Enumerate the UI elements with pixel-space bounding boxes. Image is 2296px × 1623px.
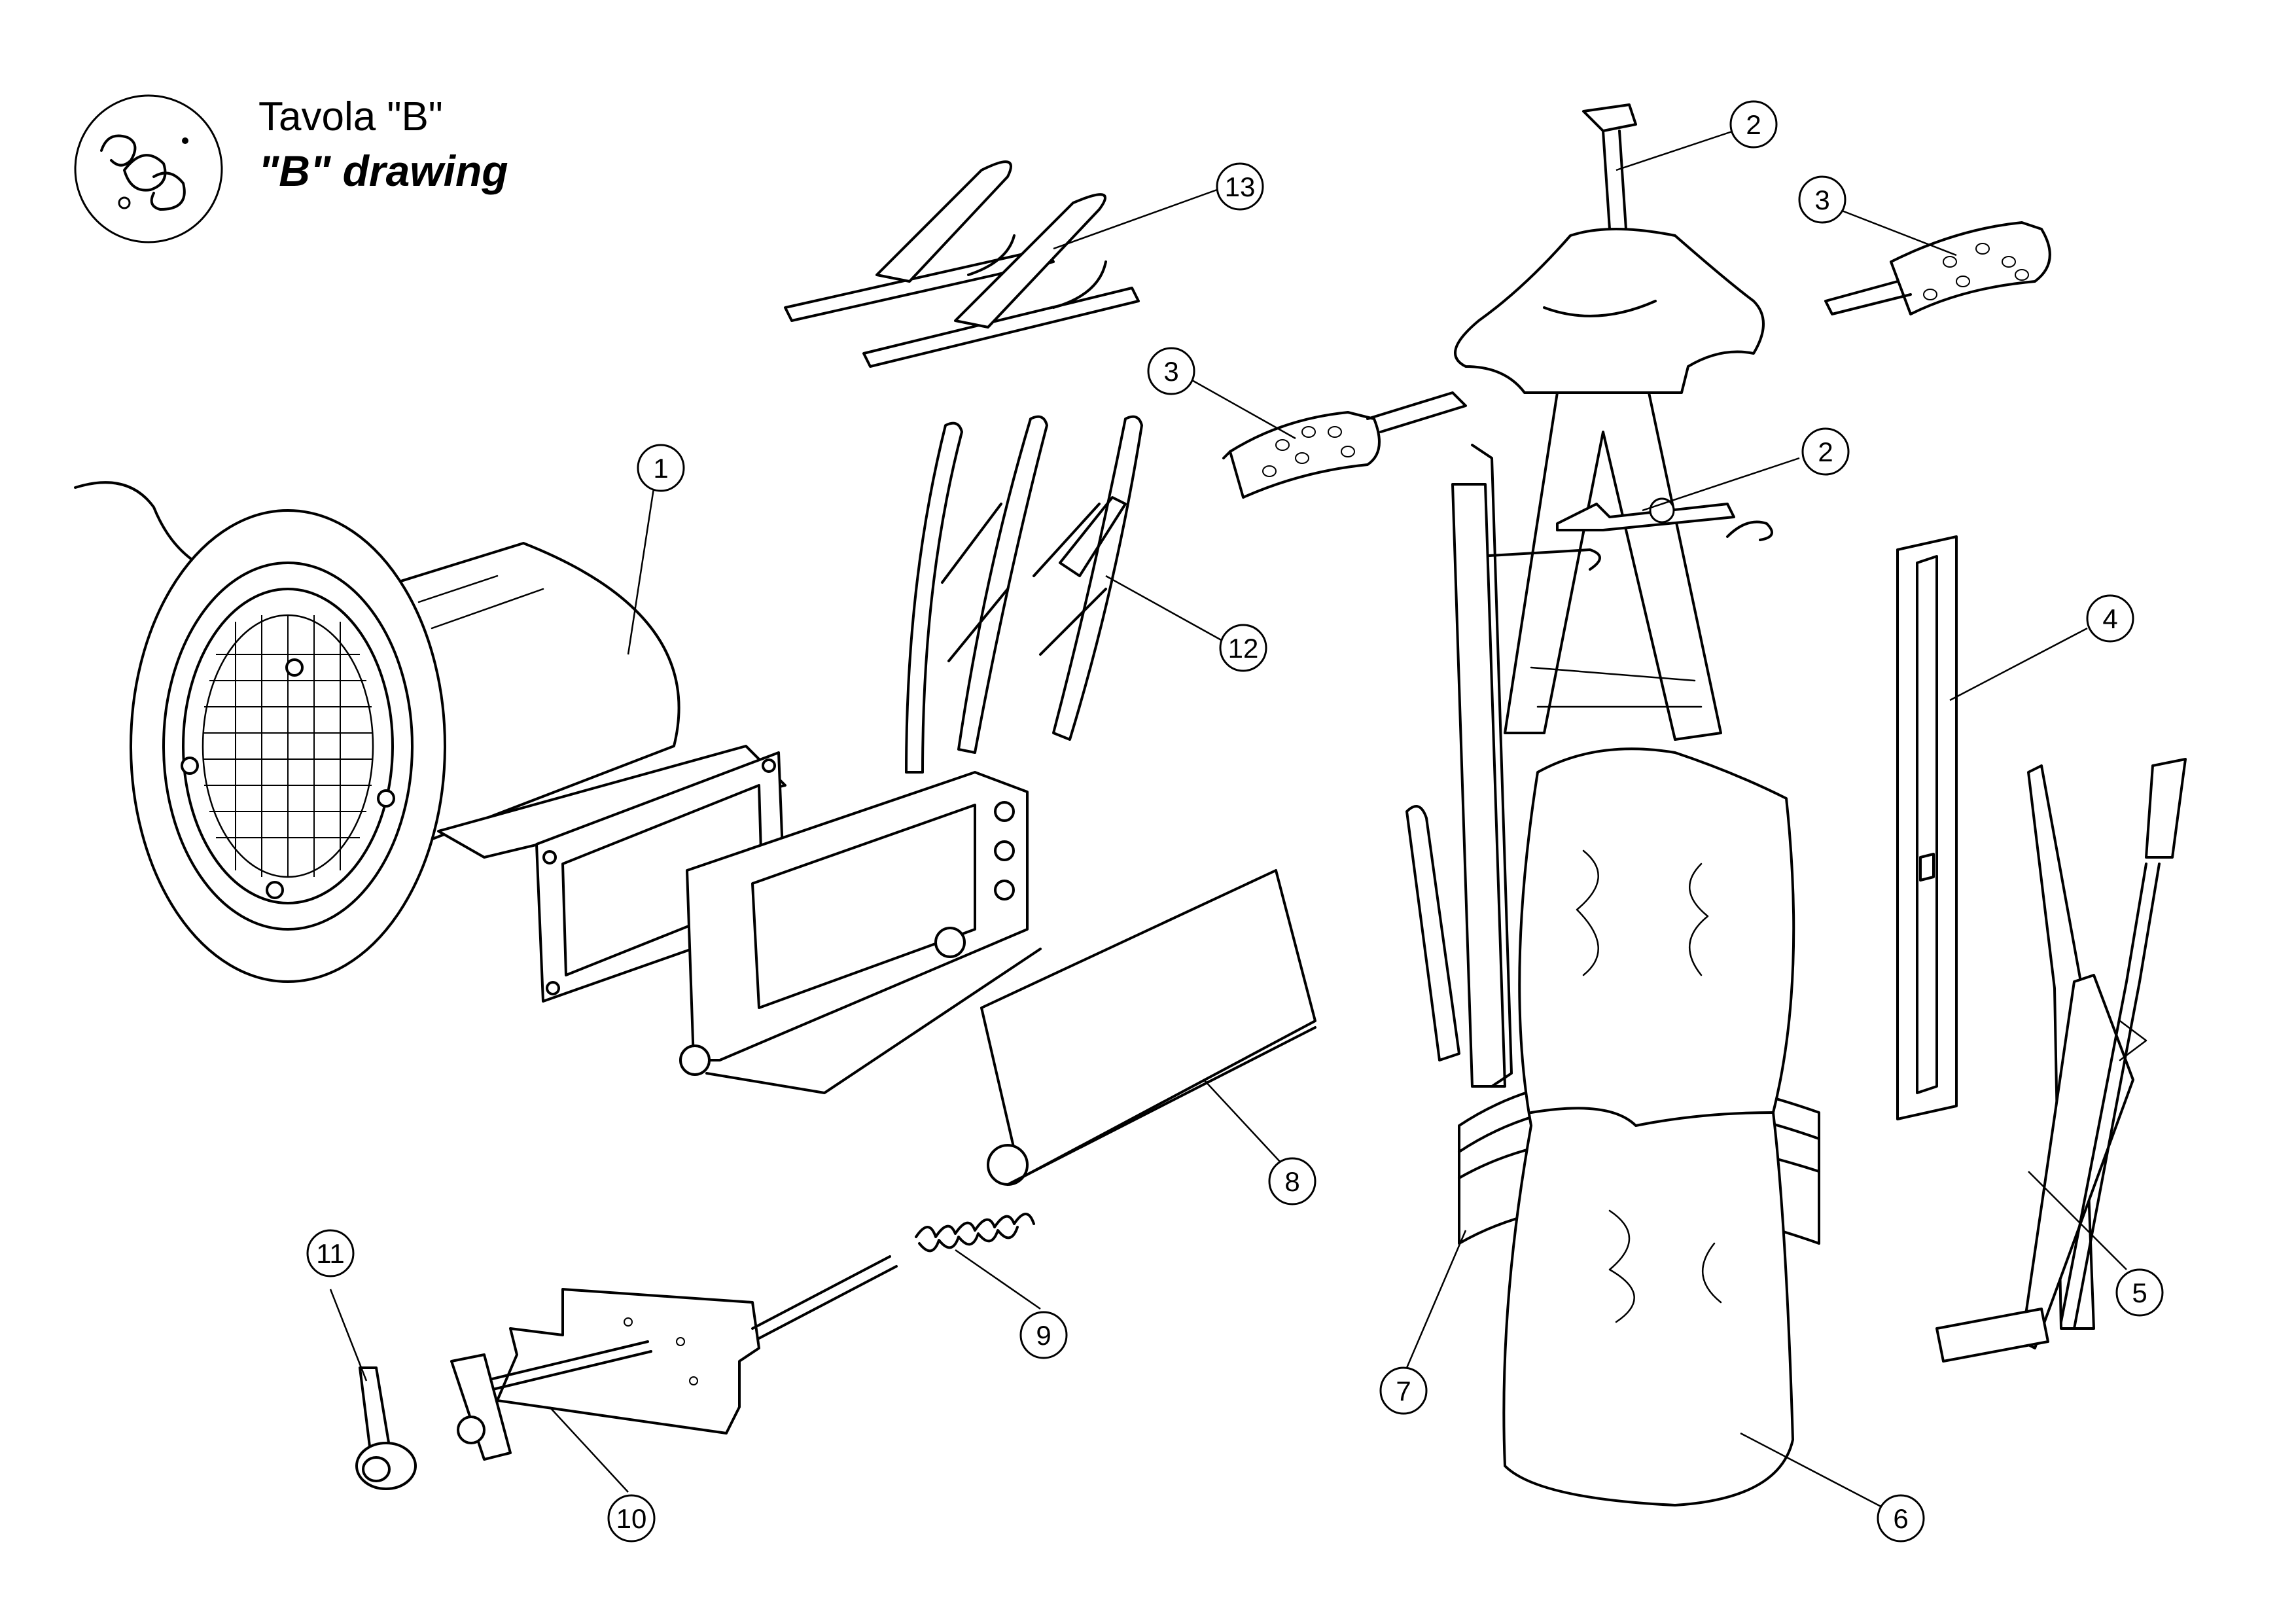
callout-3-left: 3 [1147,347,1195,395]
svg-text:13: 13 [1225,171,1256,202]
svg-text:7: 7 [1396,1376,1411,1406]
svg-text:2: 2 [1818,437,1833,467]
support-bar-drawing [1896,535,1958,1120]
bracket-shaft-drawing [450,1255,898,1461]
grille [203,615,373,877]
title-english: "B" drawing [258,147,508,195]
svg-text:11: 11 [316,1238,345,1269]
pedal-lever-drawing [1935,758,2187,1363]
air-flap-drawing [980,869,1316,1186]
shoulder-pad-left-drawing [1222,391,1467,499]
svg-text:10: 10 [616,1503,647,1534]
callout-2-top: 2 [1729,100,1778,149]
callout-10: 10 [607,1494,656,1543]
svg-text:12: 12 [1228,633,1259,664]
callout-5: 5 [2115,1268,2164,1317]
svg-text:6: 6 [1893,1503,1908,1534]
leader-lines [329,130,2127,1513]
garment-clamps-drawing [784,160,1140,368]
callout-6: 6 [1877,1494,1925,1543]
callout-3-right: 3 [1798,175,1846,224]
frame-and-knob-drawing [1405,103,1773,1088]
callout-12: 12 [1219,624,1267,672]
title-block: Tavola "B" "B" drawing [258,94,508,195]
shoulder-pad-right-drawing [1824,221,2051,315]
callout-13: 13 [1216,162,1264,211]
svg-text:3: 3 [1814,185,1829,215]
callout-11: 11 [306,1229,355,1277]
callout-1: 1 [637,444,685,492]
svg-text:1: 1 [653,453,668,484]
sbg-logo-icon [74,94,223,243]
svg-text:5: 5 [2132,1277,2147,1308]
window-plate-drawing [679,771,1042,1094]
svg-text:2: 2 [1746,109,1761,140]
expander-bars-drawing [905,415,1143,774]
callout-8: 8 [1268,1157,1316,1205]
callout-7: 7 [1379,1366,1428,1415]
callout-4: 4 [2086,594,2134,643]
svg-text:9: 9 [1036,1320,1051,1351]
spring-drawing [915,1213,1035,1253]
blower-housing-drawing [74,481,786,983]
lever-cam-drawing [355,1366,417,1490]
svg-text:8: 8 [1284,1166,1299,1197]
title-italian: Tavola "B" [258,94,443,139]
callout-9: 9 [1019,1311,1068,1359]
svg-text:4: 4 [2102,603,2117,634]
callout-2-mid: 2 [1801,427,1850,476]
bag-drawing [1502,747,1795,1507]
svg-text:3: 3 [1163,356,1178,387]
